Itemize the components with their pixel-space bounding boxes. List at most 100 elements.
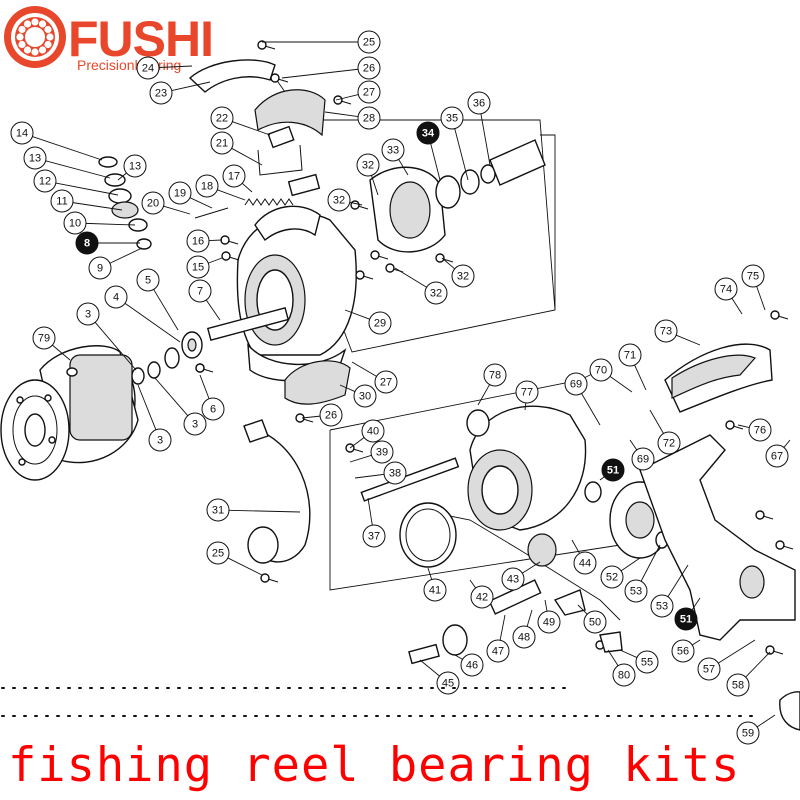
callout-number: 25 (363, 37, 375, 49)
callout-number: 18 (201, 181, 213, 193)
callout-number: 32 (333, 195, 345, 207)
callout-number: 59 (742, 728, 754, 740)
part-callout: 27 (374, 370, 398, 394)
leader-line (477, 384, 490, 406)
callout-number: 34 (422, 128, 435, 140)
callout-number: 69 (637, 454, 649, 466)
part-callout: 26 (319, 403, 343, 427)
part-callout: 8 (75, 231, 99, 255)
leader-line (45, 160, 111, 179)
part-callout: 32 (451, 264, 475, 288)
callout-number: 25 (212, 548, 224, 560)
leader-line (137, 384, 157, 430)
leader-line (232, 121, 271, 136)
banner-title: fishing reel bearing kits (8, 738, 740, 793)
leader-line (480, 113, 491, 166)
callout-number: 36 (473, 98, 485, 110)
leader-line (301, 415, 321, 419)
leader-line (599, 476, 605, 481)
part-callout: 11 (50, 189, 74, 213)
leader-line (231, 147, 263, 166)
callout-badge (206, 541, 230, 565)
callout-badge (726, 673, 750, 697)
part-callout: 3 (183, 412, 207, 436)
part-callout: 15 (186, 255, 210, 279)
part-callout: 72 (657, 431, 681, 455)
part-callout: 70 (589, 358, 613, 382)
callout-badge (654, 319, 678, 343)
leader-line (109, 247, 143, 264)
leader-line (117, 172, 127, 181)
part-callout: 13 (123, 154, 147, 178)
leader-line (324, 111, 359, 117)
leader-line (354, 473, 385, 479)
bearing-ring-icon (4, 6, 66, 68)
leader-line (577, 604, 588, 615)
callout-badge (33, 169, 57, 193)
part-callout: 23 (149, 81, 173, 105)
callout-badge (210, 131, 234, 155)
leader-line (227, 557, 263, 576)
callout-badge (470, 585, 494, 609)
leader-line (189, 197, 213, 209)
callout-number: 28 (363, 113, 375, 125)
leader-line (351, 361, 377, 377)
part-callout: 3 (148, 428, 172, 452)
callout-badge (136, 268, 160, 292)
callout-badge (357, 30, 381, 54)
callout-number: 53 (630, 586, 642, 598)
callout-badge (195, 174, 219, 198)
callout-number: 27 (380, 377, 392, 389)
callout-badge (624, 579, 648, 603)
callout-number: 22 (216, 113, 228, 125)
callout-number: 4 (113, 292, 119, 304)
callout-number: 43 (507, 574, 519, 586)
part-callout: 50 (583, 610, 607, 634)
callout-number: 17 (228, 171, 240, 183)
spool (0, 345, 139, 481)
callout-number: 26 (325, 410, 337, 422)
callout-badge-highlight (601, 458, 625, 482)
part-callout: 43 (501, 567, 525, 591)
callout-number: 50 (589, 617, 601, 629)
callout-number: 44 (579, 558, 591, 570)
leader-line (441, 257, 455, 270)
callout-number: 32 (362, 160, 374, 172)
part-callout: 12 (33, 169, 57, 193)
part-callout: 51 (601, 458, 625, 482)
leader-line (571, 539, 580, 554)
leader-line (85, 222, 136, 226)
callout-number: 14 (16, 128, 28, 140)
callout-number: 45 (442, 678, 454, 690)
callout-number: 29 (374, 318, 386, 330)
leader-line (522, 561, 541, 574)
callout-number: 40 (367, 426, 379, 438)
callout-badge (657, 431, 681, 455)
leader-line (217, 189, 246, 201)
callout-badge (650, 594, 674, 618)
callout-badge (210, 106, 234, 130)
leader-line (199, 374, 210, 399)
leader-line (94, 322, 137, 371)
callout-badge (186, 255, 210, 279)
callout-badge (374, 370, 398, 394)
leader-line (469, 579, 477, 589)
callout-number: 73 (660, 326, 672, 338)
callout-badge-highlight (75, 231, 99, 255)
leader-line (526, 609, 533, 627)
callout-badge (635, 650, 659, 674)
leader-line (208, 239, 223, 241)
brand-tagline: Precisionbearing (77, 57, 181, 73)
part-callout: 80 (612, 663, 636, 687)
part-callout: 24 (136, 56, 160, 80)
leader-line (163, 205, 191, 215)
leader-line (676, 334, 701, 346)
part-callout: 16 (186, 229, 210, 253)
callout-number: 41 (429, 585, 441, 597)
callout-number: 74 (720, 284, 732, 296)
part-callout: 74 (714, 277, 738, 301)
callout-badge (423, 578, 447, 602)
part-callout: 79 (32, 326, 56, 350)
callout-badge (353, 384, 377, 408)
part-callout: 6 (201, 397, 225, 421)
